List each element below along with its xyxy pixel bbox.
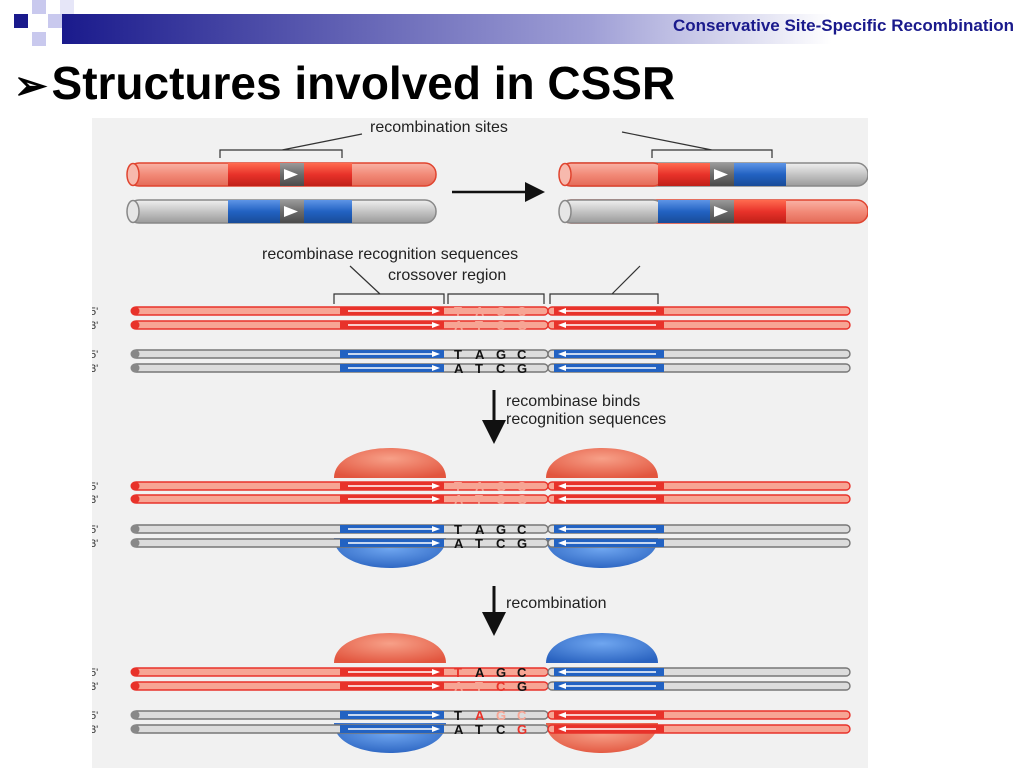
base-letter: C xyxy=(496,536,506,551)
recombinase-red-right xyxy=(546,448,658,478)
base-letter: T xyxy=(454,479,462,494)
base-letter: G xyxy=(496,708,506,723)
base-letter: T xyxy=(475,361,483,376)
base-letter: C xyxy=(496,492,506,507)
header-title: Conservative Site-Specific Recombination xyxy=(672,16,1014,35)
strand-end-label: 5' xyxy=(92,524,98,536)
base-letter: T xyxy=(454,304,462,319)
base-letter: C xyxy=(496,318,506,333)
strand-end-label: 5' xyxy=(92,667,98,679)
step-label-binds-2: recognition sequences xyxy=(506,411,666,428)
cssr-diagram-svg: recombination sites xyxy=(90,119,869,753)
label-recognition-sequences: recombinase recognition sequences xyxy=(262,246,518,263)
strand-end-label: 3' xyxy=(92,724,98,736)
step-label-binds-1: recombinase binds xyxy=(506,393,640,410)
step-label-recombination: recombination xyxy=(506,595,607,612)
base-letter: A xyxy=(475,665,485,680)
strand-end-label: 3' xyxy=(92,363,98,375)
base-letter: T xyxy=(475,318,483,333)
base-letter: G xyxy=(496,304,506,319)
base-letter: C xyxy=(496,679,506,694)
base-letter: A xyxy=(475,479,485,494)
base-letter: A xyxy=(454,318,464,333)
base-letter: G xyxy=(496,479,506,494)
base-letter: A xyxy=(475,708,485,723)
cylinder-right-gray-red xyxy=(558,199,869,224)
corner-squares-decoration xyxy=(14,0,74,46)
base-letter: T xyxy=(475,722,483,737)
base-letter: A xyxy=(475,304,485,319)
sites-bracket-left xyxy=(220,128,364,158)
recombinase-blue-right-recombined xyxy=(546,633,658,663)
recombinase-red-left xyxy=(334,448,446,478)
base-letter: C xyxy=(496,361,506,376)
slide-title: ➢Structures involved in CSSR xyxy=(14,56,675,110)
base-letter: C xyxy=(517,522,527,537)
base-letter: C xyxy=(517,665,527,680)
strand-end-label: 3' xyxy=(92,681,98,693)
strand-end-label: 5' xyxy=(92,481,98,493)
strand-end-label: 5' xyxy=(92,710,98,722)
cssr-diagram: recombination sites xyxy=(90,118,869,768)
base-letter: G xyxy=(517,318,527,333)
base-letter: G xyxy=(496,522,506,537)
strand-end-label: 5' xyxy=(92,306,98,318)
base-letter: A xyxy=(454,536,464,551)
base-letter: C xyxy=(496,722,506,737)
base-letter: G xyxy=(496,347,506,362)
base-letter: G xyxy=(517,361,527,376)
base-letter: T xyxy=(475,492,483,507)
base-letter: G xyxy=(517,492,527,507)
base-letter: T xyxy=(454,522,462,537)
sites-bracket-right xyxy=(621,131,773,158)
base-letter: T xyxy=(454,665,462,680)
arrow-bullet-icon: ➢ xyxy=(14,64,48,108)
slide-title-text: Structures involved in CSSR xyxy=(51,57,676,109)
base-letter: A xyxy=(454,679,464,694)
base-letter: C xyxy=(517,304,527,319)
base-letter: G xyxy=(517,536,527,551)
recombinase-red-left-recombined xyxy=(334,633,446,663)
base-letter: G xyxy=(517,722,527,737)
base-letter: A xyxy=(454,361,464,376)
strand-end-label: 3' xyxy=(92,494,98,506)
label-recombination-sites: recombination sites xyxy=(370,119,508,136)
base-letter: T xyxy=(475,536,483,551)
base-letter: A xyxy=(454,492,464,507)
strand-end-label: 3' xyxy=(92,538,98,550)
strand-end-label: 3' xyxy=(92,320,98,332)
header-bar xyxy=(62,14,1024,44)
strand-end-label: 5' xyxy=(92,349,98,361)
recognition-brackets xyxy=(333,265,659,304)
cylinder-left-gray xyxy=(126,199,437,224)
base-letter: C xyxy=(517,479,527,494)
label-crossover-region: crossover region xyxy=(388,267,506,284)
base-letter: T xyxy=(475,679,483,694)
base-letter: A xyxy=(475,347,485,362)
base-letter: A xyxy=(475,522,485,537)
base-letter: A xyxy=(454,722,464,737)
base-letter: T xyxy=(454,347,462,362)
base-letter: T xyxy=(454,708,462,723)
base-letter: G xyxy=(517,679,527,694)
base-letter: C xyxy=(517,708,527,723)
cylinder-left-red xyxy=(126,162,437,187)
base-letter: G xyxy=(496,665,506,680)
base-letter: C xyxy=(517,347,527,362)
cylinder-right-red-gray xyxy=(558,162,869,187)
